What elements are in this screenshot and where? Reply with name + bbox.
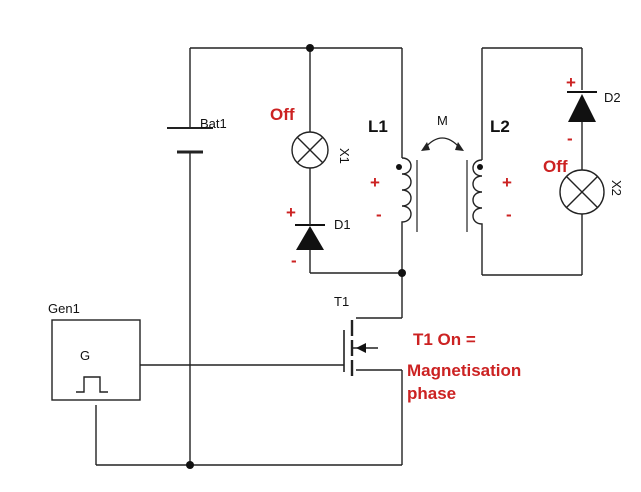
junction-dot-l1-bottom [398,269,406,277]
transistor-t1-label: T1 [334,294,349,309]
lamp-x2 [559,169,605,215]
diode-d2-plus: + [566,73,576,92]
junction-dots [186,44,406,469]
mutual-coupling-arrow [421,137,464,151]
inductor-l2-label: L2 [490,117,510,136]
battery-label: Bat1 [200,116,227,131]
diode-d2-label: D2 [604,90,621,105]
inductor-l2-minus: - [506,205,512,224]
generator-symbol: G [80,348,90,363]
inductor-l1-minus: - [376,205,382,224]
lamp-x1 [291,131,329,169]
lamp-x1-label: X1 [337,148,352,164]
t1-annotation-line3: phase [407,384,456,403]
diode-d2-minus: - [567,129,573,148]
inductor-l1 [396,157,418,232]
generator-gen1 [51,319,141,401]
lamp-x2-state: Off [543,157,568,176]
inductor-l1-label: L1 [368,117,388,136]
battery-symbol [167,127,213,154]
mutual-label: M [437,113,448,128]
generator-label: Gen1 [48,301,80,316]
t1-annotation-line1: T1 On = [413,330,476,349]
lamp-x2-label: X2 [609,180,624,196]
diode-d1-plus: + [286,203,296,222]
diode-d1 [295,218,325,250]
junction-dot-top [306,44,314,52]
inductor-l2-plus: + [502,173,512,192]
t1-annotation-line2: Magnetisation [407,361,521,380]
inductor-l2 [466,159,483,232]
junction-dot-bottom [186,461,194,469]
inductor-l1-plus: + [370,173,380,192]
wires [95,47,583,466]
diode-d2 [567,91,597,122]
diode-d1-label: D1 [334,217,351,232]
diode-d1-minus: - [291,251,297,270]
lamp-x1-state: Off [270,105,295,124]
transistor-t1 [343,320,378,376]
